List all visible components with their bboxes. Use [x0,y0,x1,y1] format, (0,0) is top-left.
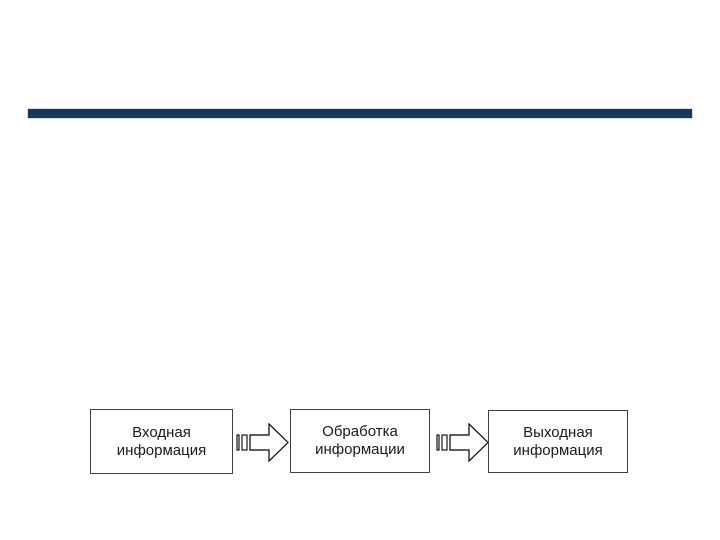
flow-box-input-label: Входная информация [116,423,207,459]
flow-box-processing-label: Обработка информации [315,423,405,458]
striped-right-arrow-icon [236,423,289,462]
striped-right-arrow-icon [436,423,489,462]
flow-box-processing: Обработка информации [290,409,430,473]
title-divider-rule [28,109,692,118]
flow-box-output-label: Выходная информация [513,423,603,459]
flow-box-output: Выходная информация [488,410,628,473]
flow-box-input: Входная информация [90,409,233,474]
